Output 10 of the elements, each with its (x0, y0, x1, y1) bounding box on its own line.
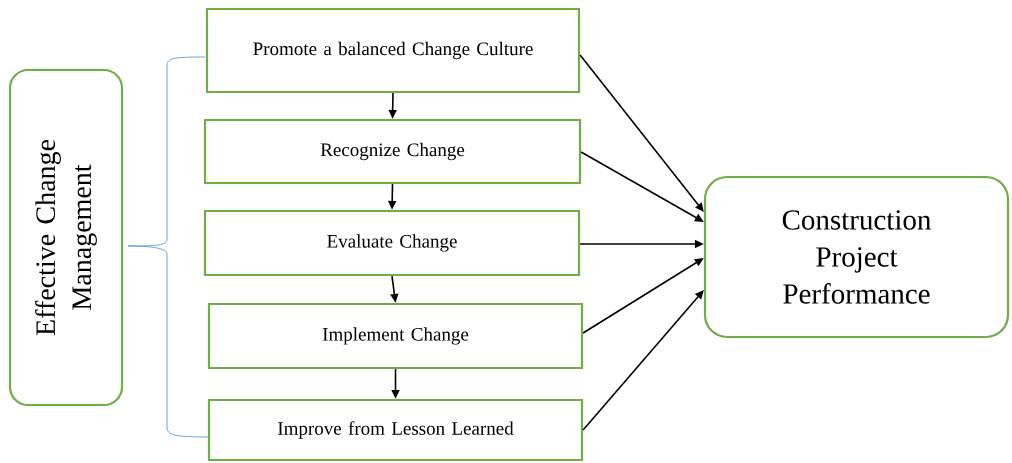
rounded-box: Construction Project Performance (703, 175, 1010, 339)
arrow (579, 54, 704, 212)
process-box: Evaluate Change (203, 209, 581, 277)
process-box: Implement Change (207, 302, 584, 370)
rounded-box: Effective Change Management (8, 68, 124, 407)
arrow (582, 258, 704, 334)
process-box: Recognize Change (203, 118, 582, 185)
process-box: Promote a balanced Change Culture (205, 7, 581, 94)
process-box: Improve from Lesson Learned (207, 398, 584, 462)
arrow (582, 290, 704, 431)
